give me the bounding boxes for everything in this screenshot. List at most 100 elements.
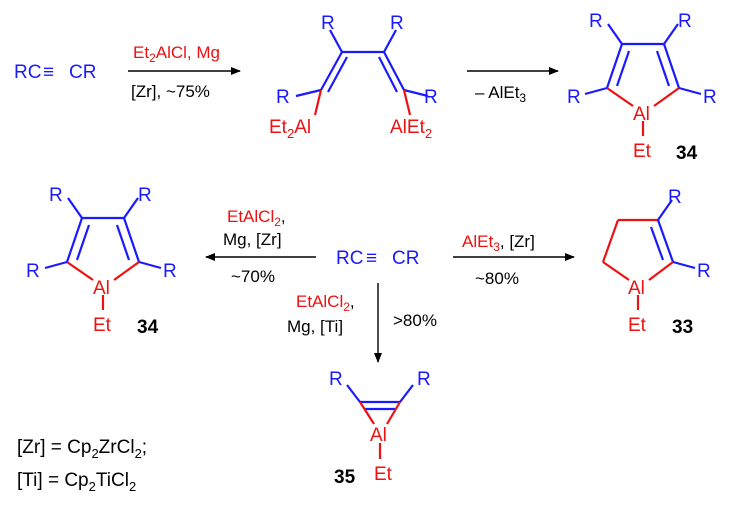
al-bond [402, 89, 412, 116]
bond [123, 197, 139, 219]
triple-bond-symbol: ≡ [43, 62, 54, 83]
aluminole-product-top: R R R R Al Et 34 [567, 11, 717, 164]
al-group-right: AlEt2 [390, 117, 432, 141]
reaction-arrow-1: Et2AlCl, Mg [Zr], ~75% [128, 43, 241, 101]
compound-number: 34 [137, 317, 159, 338]
conditions-label: Mg, [Zr] [223, 230, 282, 249]
ethyl-group: Et [374, 464, 393, 485]
double-bond-inner [378, 56, 398, 93]
bond [399, 384, 414, 403]
alkyne-left-part: RC [14, 62, 41, 83]
ethyl-group: Et [93, 315, 112, 336]
aluminacyclopentene-product: R R Al Et 33 [601, 187, 711, 338]
conditions-label: Mg, [Ti] [287, 317, 343, 336]
bond [295, 88, 322, 98]
triple-bond-symbol: ≡ [366, 248, 377, 269]
ethyl-group: Et [633, 141, 652, 162]
substituent-r: R [703, 87, 717, 108]
bond [346, 384, 361, 403]
aluminum-atom: Al [628, 278, 645, 299]
substituent-r: R [424, 87, 438, 108]
alkyne-right-part: CR [69, 62, 96, 83]
compound-number: 35 [334, 467, 356, 488]
double-bond-inner [327, 56, 348, 93]
bond [605, 43, 624, 89]
al-bond [386, 401, 401, 425]
bond [601, 219, 620, 263]
substituent-r: R [697, 261, 711, 282]
substituent-r: R [26, 261, 40, 282]
bond [122, 217, 141, 263]
substituent-r: R [417, 369, 431, 390]
substituent-r: R [668, 187, 682, 208]
alkyne-left-part: RC [336, 248, 363, 269]
reagent-label: – AlEt3 [475, 83, 526, 105]
bond [584, 86, 608, 96]
alkyne-reactant-top: RC ≡ CR [14, 62, 96, 83]
yield-label: >80% [393, 311, 437, 330]
reaction-arrow-down: EtAlCl2, Mg, [Ti] >80% [287, 283, 437, 363]
reagent-label: EtAlCl2, [227, 207, 286, 229]
al-bond [653, 87, 680, 107]
al-bond [313, 89, 323, 116]
compound-number: 34 [676, 143, 698, 164]
bond [320, 51, 343, 91]
reaction-arrow-right: AlEt3, [Zr] ~80% [453, 232, 575, 288]
substituent-r: R [567, 87, 581, 108]
reaction-arrow-left: EtAlCl2, Mg, [Zr] ~70% [205, 207, 316, 286]
substituent-r: R [390, 13, 404, 34]
double-bond-inner [615, 50, 631, 87]
substituent-r: R [163, 261, 177, 282]
substituent-r: R [321, 13, 335, 34]
al-group-left: Et2Al [269, 117, 311, 141]
bis-aluminated-diene: R R R R Et2Al AlEt2 [269, 13, 438, 141]
bond [662, 43, 681, 89]
reaction-arrow-2: – AlEt3 [467, 67, 559, 105]
reagent-label: EtAlCl2, [296, 292, 355, 314]
al-bond [113, 261, 140, 281]
substituent-r: R [678, 11, 692, 32]
al-bond [606, 87, 634, 107]
legend-ti: [Ti] = Cp2TiCl2 [17, 470, 136, 494]
substituent-r: R [49, 185, 63, 206]
double-bond-inner [115, 224, 131, 261]
double-bond-inner [75, 224, 91, 261]
bond [607, 23, 623, 45]
bond [678, 86, 702, 96]
substituent-r: R [329, 369, 343, 390]
double-bond-inner [649, 226, 665, 261]
al-bond [359, 401, 375, 425]
bond [657, 199, 673, 221]
substituent-r: R [138, 185, 152, 206]
alkyne-reactant-center: RC ≡ CR [336, 248, 419, 269]
legend-zr: [Zr] = Cp2ZrCl2; [17, 437, 147, 461]
compound-number: 33 [672, 317, 693, 338]
yield-label: ~80% [475, 269, 519, 288]
al-bond [648, 261, 674, 281]
reagent-label: AlEt3, [Zr] [462, 232, 535, 254]
conditions-label: [Zr], ~75% [131, 82, 210, 101]
bond [383, 29, 397, 53]
al-bond [66, 261, 94, 281]
bond [383, 51, 405, 91]
substituent-r: R [589, 11, 603, 32]
bond [656, 219, 675, 263]
yield-label: ~70% [231, 267, 275, 286]
aluminum-atom: Al [370, 425, 387, 446]
bond [65, 217, 84, 263]
alkyne-right-part: CR [392, 248, 419, 269]
aluminum-atom: Al [93, 278, 110, 299]
substituent-r: R [276, 87, 290, 108]
al-bond [602, 261, 630, 281]
catalyst-legend: [Zr] = Cp2ZrCl2; [Ti] = Cp2TiCl2 [17, 437, 147, 494]
aluminole-product-left: R R R R Al Et 34 [26, 185, 177, 338]
ethyl-group: Et [628, 315, 647, 336]
bond [672, 260, 696, 270]
bond [67, 197, 83, 219]
aluminum-atom: Al [633, 104, 650, 125]
bond [138, 260, 162, 270]
reagent-label: Et2AlCl, Mg [133, 43, 220, 65]
bond [329, 29, 343, 53]
